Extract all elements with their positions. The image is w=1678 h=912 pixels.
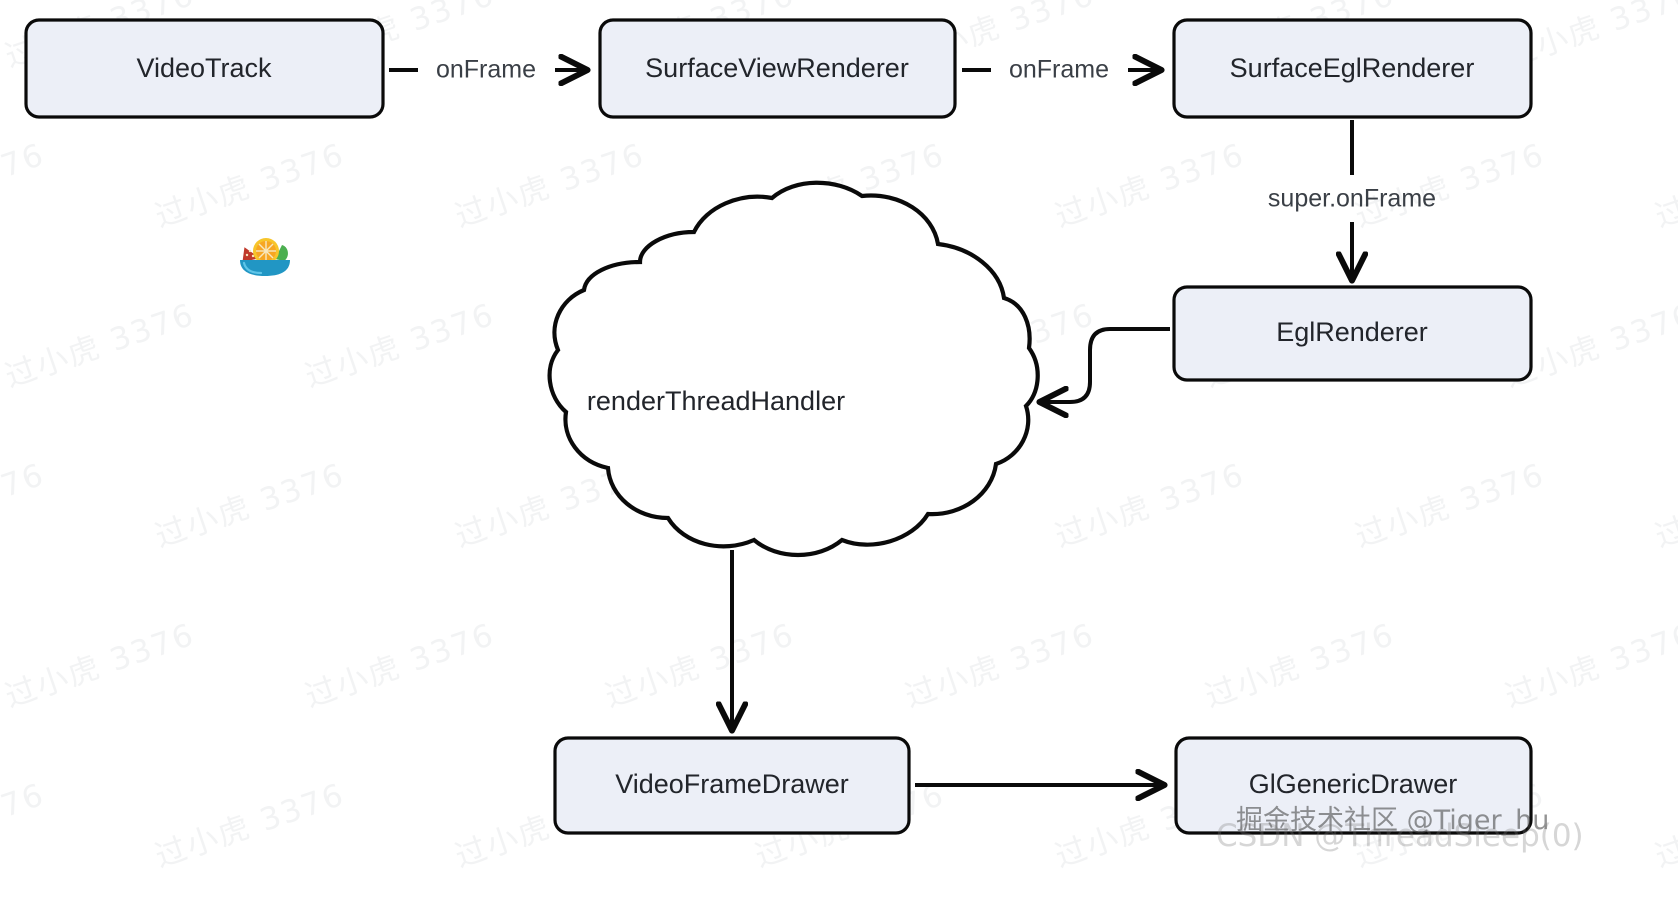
edge-3-label: super.onFrame [1268, 185, 1436, 213]
node-render-thread-handler[interactable]: renderThreadHandler [547, 180, 1040, 557]
node-video-frame-drawer-box [553, 736, 911, 835]
edge-4-path [1042, 327, 1170, 402]
credit-primary: 掘金技术社区 @Tiger_hu [1236, 805, 1550, 836]
edge-egl-renderer-to-render-thread-handler [1042, 327, 1170, 402]
node-video-frame-drawer[interactable]: VideoFrameDrawer [553, 736, 911, 835]
node-surface-view-renderer-box [598, 18, 957, 119]
node-render-thread-handler-label: renderThreadHandler [587, 386, 845, 416]
salad-bowl-icon [240, 238, 290, 276]
node-egl-renderer-label: EglRenderer [1276, 317, 1428, 347]
node-egl-renderer-box [1172, 285, 1533, 382]
node-surface-egl-renderer-label: SurfaceEglRenderer [1230, 53, 1475, 83]
node-video-frame-drawer-label: VideoFrameDrawer [615, 769, 849, 799]
node-gl-generic-drawer-box [1174, 736, 1533, 835]
node-surface-view-renderer-label: SurfaceViewRenderer [645, 53, 909, 83]
edge-surface-view-renderer-to-surface-egl-renderer: onFrame [962, 56, 1159, 84]
node-gl-generic-drawer-label: GlGenericDrawer [1249, 769, 1458, 799]
node-egl-renderer[interactable]: EglRenderer [1172, 285, 1533, 382]
credit-secondary: CSDN @ThreadSleep(0) [1216, 818, 1584, 854]
edge-surface-egl-renderer-to-egl-renderer: super.onFrame [1268, 120, 1436, 278]
node-gl-generic-drawer[interactable]: GlGenericDrawer [1174, 736, 1533, 835]
cloud-shape [547, 180, 1040, 557]
node-surface-egl-renderer-box [1172, 18, 1533, 119]
node-surface-egl-renderer[interactable]: SurfaceEglRenderer [1172, 18, 1533, 119]
edge-2-label: onFrame [1009, 56, 1109, 84]
edge-1-label: onFrame [436, 56, 536, 84]
node-video-track[interactable]: VideoTrack [24, 18, 385, 119]
node-video-track-box [24, 18, 385, 119]
node-video-track-label: VideoTrack [136, 53, 272, 83]
node-surface-view-renderer[interactable]: SurfaceViewRenderer [598, 18, 957, 119]
edge-video-track-to-surface-view-renderer: onFrame [389, 56, 585, 84]
